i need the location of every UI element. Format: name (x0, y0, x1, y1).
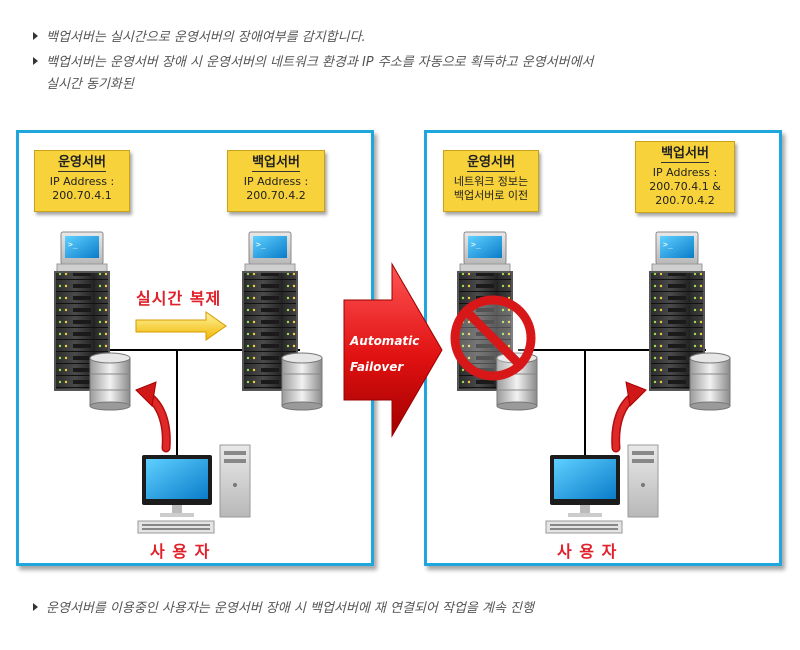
bullet-3-text: 운영서버를 이용중인 사용자는 운영서버 장애 시 백업서버에 재 연결되어 작… (46, 601, 534, 616)
failover-arrow-icon (343, 262, 443, 438)
bullet-3: 운영서버를 이용중인 사용자는 운영서버 장애 시 백업서버에 재 연결되어 작… (33, 598, 534, 620)
sync-label: 실시간 복제 (136, 289, 222, 308)
right-primary-note-title: 운영서버 (467, 155, 515, 172)
right-user-pc-icon (545, 444, 659, 534)
failover-text-line1: Automatic (350, 334, 420, 348)
right-backup-note: 백업서버 IP Address : 200.70.4.1 & 200.70.4.… (635, 141, 735, 213)
failover-text: Automatic Failover (350, 328, 419, 380)
bullet-2-text: 백업서버는 운영서버 장애 시 운영서버의 네트워크 환경과 IP 주소를 자동… (46, 55, 594, 70)
right-backup-note-line2: 200.70.4.1 & (649, 180, 721, 193)
left-primary-disk-icon (89, 352, 131, 411)
bullet-2: 백업서버는 운영서버 장애 시 운영서버의 네트워크 환경과 IP 주소를 자동… (33, 52, 594, 96)
left-backup-note: 백업서버 IP Address : 200.70.4.2 (227, 150, 325, 212)
left-backup-note-title: 백업서버 (252, 155, 300, 172)
bullet-triangle-icon (33, 57, 38, 65)
left-backup-note-line2: 200.70.4.2 (246, 189, 306, 202)
right-backup-note-line1: IP Address : (652, 166, 718, 179)
bullet-2-text-cont: 실시간 동기화된 (46, 77, 134, 92)
sync-arrow-icon (135, 311, 227, 341)
left-primary-note-title: 운영서버 (58, 155, 106, 172)
left-primary-note-line2: 200.70.4.1 (52, 189, 112, 202)
right-backup-note-line3: 200.70.4.2 (655, 194, 715, 207)
right-backup-note-title: 백업서버 (661, 146, 709, 163)
bullet-triangle-icon (33, 603, 38, 611)
prohibited-icon (450, 295, 536, 381)
left-backup-disk-icon (281, 352, 323, 411)
right-primary-note: 운영서버 네트워크 정보는 백업서버로 이전 (443, 150, 539, 212)
bullet-1-text: 백업서버는 실시간으로 운영서버의 장애여부를 감지합니다. (46, 30, 366, 45)
failover-text-line2: Failover (350, 360, 404, 374)
left-backup-note-line1: IP Address : (243, 175, 309, 188)
bullet-triangle-icon (33, 32, 38, 40)
right-user-label: 사 용 자 (557, 542, 618, 561)
bullet-1: 백업서버는 실시간으로 운영서버의 장애여부를 감지합니다. (33, 27, 366, 49)
right-primary-note-line1: 네트워크 정보는 (453, 175, 529, 188)
left-primary-note: 운영서버 IP Address : 200.70.4.1 (34, 150, 130, 212)
right-curve-arrow-icon (616, 382, 646, 448)
right-backup-disk-icon (689, 352, 731, 411)
left-curve-arrow-icon (136, 382, 166, 448)
left-user-label: 사 용 자 (150, 542, 211, 561)
right-primary-note-line2: 백업서버로 이전 (453, 189, 529, 202)
left-user-pc-icon (137, 444, 251, 534)
left-primary-note-line1: IP Address : (49, 175, 115, 188)
